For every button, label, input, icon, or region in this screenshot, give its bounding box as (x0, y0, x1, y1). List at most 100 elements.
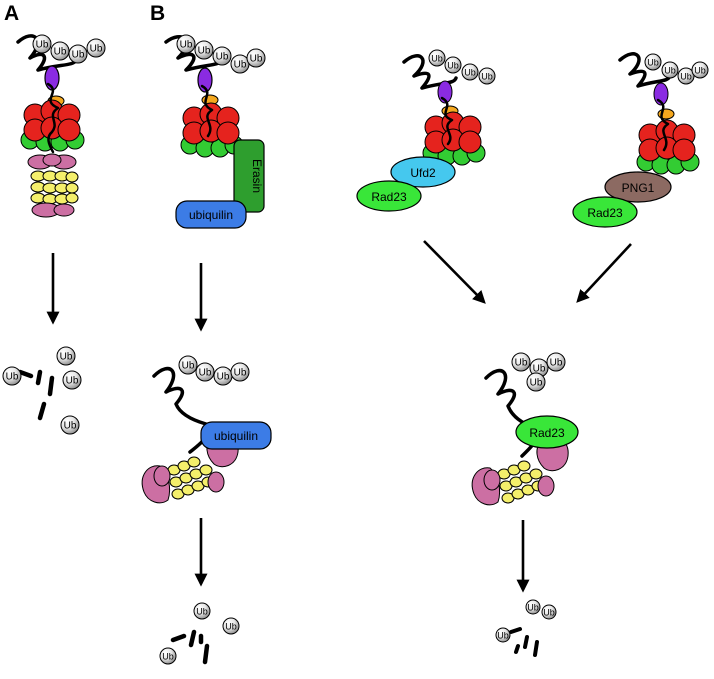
ubiquitin-label: Ub (447, 61, 459, 71)
ubiquitin-sphere: Ub (176, 34, 196, 54)
ubiquitin-sphere: Ub (246, 48, 266, 68)
png1-label: PNG1 (622, 181, 655, 195)
ubiquitin-label: Ub (182, 361, 195, 372)
ubiquitin-sphere: Ub (50, 41, 70, 61)
ufd2-protein (390, 156, 456, 188)
complex-ufd2-rad23: Ufd2 Rad23 (356, 54, 486, 212)
beta-ring-red (424, 111, 482, 154)
ubiquitin-label: Ub (464, 68, 476, 78)
peptide-fragments-a (17, 369, 55, 421)
rad23-label: Rad23 (587, 206, 623, 220)
ubiquitin-label: Ub (647, 58, 659, 68)
base-pink-small (153, 465, 171, 487)
ubiquitin-sphere: Ub (526, 372, 546, 392)
ubiquitin-label: Ub (60, 352, 73, 363)
ubiquitin-label: Ub (234, 60, 247, 71)
ubiquitin-label: Ub (180, 40, 193, 51)
erasin-label: Erasin (250, 159, 264, 193)
ubiquitin-sphere: Ub (195, 362, 215, 382)
ubiquitin-label: Ub (198, 46, 211, 57)
ubiquitin-label: Ub (162, 652, 174, 662)
ubiquitin-label: Ub (515, 358, 528, 369)
ubiquitin-sphere: Ub (62, 370, 82, 390)
ubiquitin-sphere: Ub (644, 53, 662, 71)
complex-rad23-base: Rad23 (471, 368, 579, 506)
complex-a-26s-proteasome (16, 34, 85, 218)
ufd2-label: Ufd2 (410, 166, 436, 180)
ubiquitin-sphere: Ub (159, 647, 177, 665)
ubiquitin-sphere: Ub (428, 49, 446, 67)
ubiquitin-sphere: Ub (56, 346, 76, 366)
ubiquitin-label: Ub (497, 631, 509, 641)
panel-label-b: B (150, 2, 165, 25)
base-pink-small (207, 471, 225, 493)
ubiquitin-label: Ub (64, 421, 77, 432)
ubiquitin-sphere: Ub (230, 362, 250, 382)
ubiquitin-label: Ub (431, 54, 443, 64)
chain-thread (656, 98, 670, 152)
chain-thread (440, 96, 454, 146)
ubiquitin-sphere: Ub (511, 352, 531, 372)
ubiquitin-label: Ub (234, 368, 247, 379)
chain-thread (200, 84, 214, 138)
erasin-protein: Erasin (233, 139, 265, 213)
ubiquitin-sphere: Ub (677, 67, 695, 85)
ubiquilin-protein: ubiquilin (175, 200, 247, 229)
ubiquitin-sphere: Ub (525, 599, 541, 615)
ubiquitin-label: Ub (196, 607, 208, 617)
ubiquitin-label: Ub (217, 372, 230, 383)
base-pink-small (537, 475, 555, 497)
ubiquitin-sphere: Ub (178, 355, 198, 375)
rad23-protein (356, 180, 422, 212)
ubiquitin-label: Ub (543, 608, 555, 618)
ubiquitin-label: Ub (530, 378, 543, 389)
ubiquitin-sphere: Ub (68, 44, 88, 64)
peptide-fragments-b (170, 629, 210, 665)
complex-b-ubiquilin-erasin: Erasin ubiquilin (164, 35, 265, 229)
peptide-fragments-rad23 (509, 627, 539, 657)
base-pink-small (483, 469, 501, 491)
ubiquitin-sphere: Ub (213, 366, 233, 386)
ubiquilin-label: ubiquilin (189, 208, 233, 222)
ubiquitin-sphere: Ub (661, 61, 679, 79)
ubiquitin-sphere: Ub (86, 38, 106, 58)
ubiquitin-label: Ub (694, 66, 706, 76)
polypeptide-chain (618, 52, 672, 88)
ubiquitin-sphere: Ub (444, 56, 462, 74)
ubiquitin-label: Ub (199, 368, 212, 379)
png1-protein (604, 171, 672, 203)
ubiquitin-sphere: Ub (230, 54, 250, 74)
ubiquitin-label: Ub (250, 54, 263, 65)
ubiquilin-label: ubiquilin (214, 429, 258, 443)
atpase-yellow-ring (497, 460, 545, 504)
ubiquitin-sphere: Ub (60, 415, 80, 435)
complex-png1-rad23: PNG1 Rad23 (572, 52, 700, 228)
polypeptide-chain (152, 366, 211, 454)
base-pink-bottom (53, 203, 75, 217)
beta-ring-red (182, 102, 240, 145)
ubiquitin-label: Ub (36, 40, 49, 51)
ubiquitin-label: Ub (664, 66, 676, 76)
ubiquitin-label: Ub (54, 47, 67, 58)
ubiquitin-label: Ub (680, 72, 692, 82)
ubiquitin-sphere: Ub (478, 67, 496, 85)
ubiquitin-label: Ub (6, 372, 19, 383)
ubiquilin-protein: ubiquilin (200, 421, 272, 450)
ubiquitin-label: Ub (72, 50, 85, 61)
ubiquitin-label: Ub (66, 376, 79, 387)
rad23-protein (572, 196, 638, 228)
ubiquitin-sphere: Ub (32, 34, 52, 54)
beta-ring-red (23, 99, 81, 142)
ubiquitin-sphere: Ub (194, 40, 214, 60)
rad23-label: Rad23 (529, 426, 565, 440)
ubiquitin-label: Ub (216, 52, 229, 63)
rad23-label: Rad23 (371, 190, 407, 204)
arrow-png1-diagonal (576, 243, 632, 303)
ubiquitin-sphere: Ub (2, 366, 22, 386)
beta-ring-red (638, 119, 696, 162)
atpase-yellow-ring (167, 456, 215, 500)
ubiquitin-sphere: Ub (193, 602, 211, 620)
chain-thread (46, 82, 60, 154)
